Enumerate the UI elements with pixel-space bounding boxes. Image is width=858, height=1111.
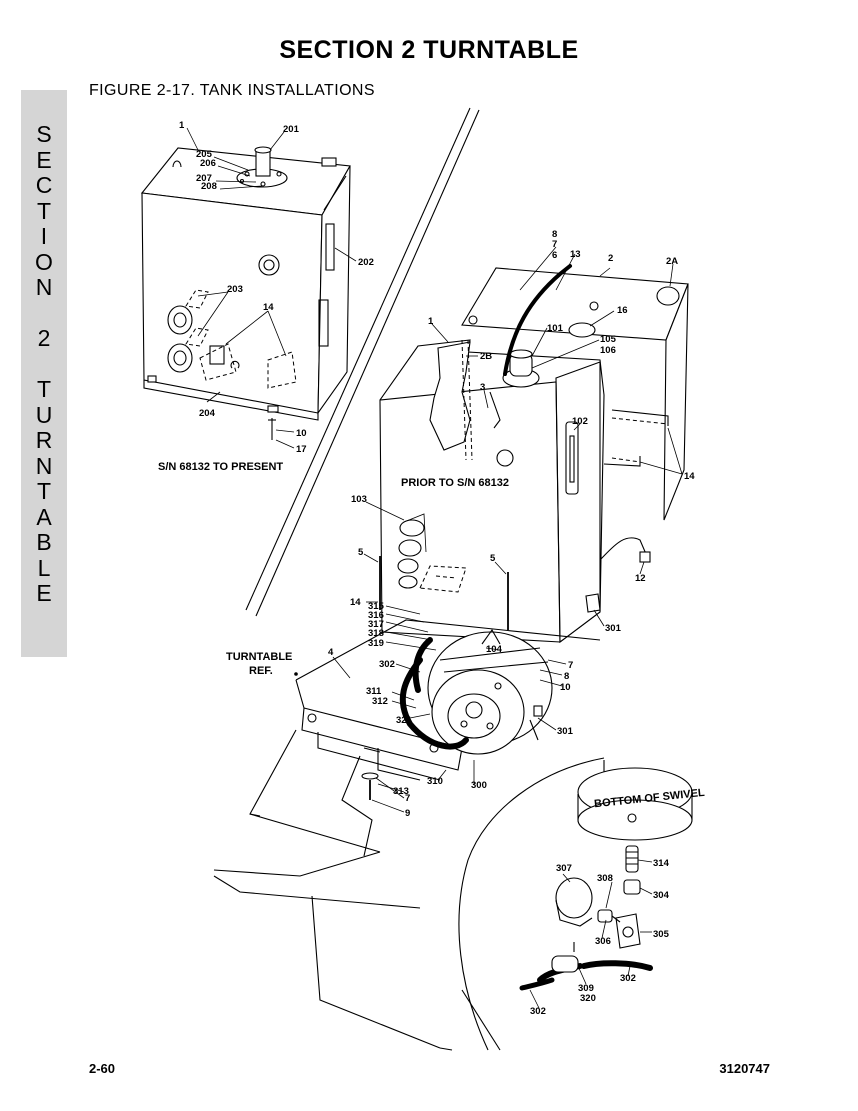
callout-102: 102 bbox=[572, 416, 588, 427]
callout-320: 320 bbox=[580, 993, 596, 1004]
figure-title: FIGURE 2-17. TANK INSTALLATIONS bbox=[89, 82, 375, 99]
callout-104: 104 bbox=[486, 644, 503, 655]
side-tab-letter: A bbox=[36, 503, 52, 530]
old-tank-illustration bbox=[379, 264, 689, 644]
caption-sn-present: S/N 68132 TO PRESENT bbox=[158, 461, 283, 473]
callout-306: 306 bbox=[595, 936, 611, 947]
side-tab-letter: 2 bbox=[37, 325, 51, 351]
side-tab-letter: B bbox=[36, 529, 52, 555]
callout-206: 206 bbox=[200, 158, 216, 169]
side-tab-letter: R bbox=[35, 427, 53, 453]
callout-8-right: 8 bbox=[564, 671, 569, 682]
side-tab-letter: E bbox=[36, 580, 52, 606]
callout-7-right: 7 bbox=[568, 660, 573, 671]
callout-10-right: 10 bbox=[560, 682, 571, 693]
callout-316: 316 bbox=[368, 610, 384, 621]
turntable-and-pump bbox=[213, 619, 605, 1051]
callout-208: 208 bbox=[201, 181, 217, 192]
callout-2b: 2B bbox=[480, 351, 492, 362]
side-tab-letter: L bbox=[37, 554, 51, 581]
callout-3: 3 bbox=[480, 382, 485, 393]
callout-1-new-tank: 1 bbox=[179, 120, 185, 131]
callout-12: 12 bbox=[635, 573, 646, 584]
callout-302-pump: 302 bbox=[379, 659, 395, 670]
callout-302-bottom: 302 bbox=[530, 1006, 546, 1017]
callout-9: 9 bbox=[405, 808, 410, 819]
callout-305: 305 bbox=[653, 929, 670, 940]
side-tab-letter: T bbox=[36, 478, 52, 504]
callout-300: 300 bbox=[471, 780, 487, 791]
callout-14-new-tank: 14 bbox=[263, 302, 274, 313]
callout-314: 314 bbox=[653, 858, 670, 869]
caption-turntable-ref-line1: TURNTABLE bbox=[226, 651, 292, 663]
swivel-detail bbox=[519, 767, 693, 991]
side-tab-letter: T bbox=[36, 376, 52, 402]
side-tab-letter: E bbox=[36, 146, 52, 173]
side-tab-letter: N bbox=[35, 274, 53, 300]
callout-10-new-tank: 10 bbox=[296, 428, 307, 439]
callout-14-lower: 14 bbox=[350, 597, 361, 608]
callout-207: 207 bbox=[196, 173, 212, 184]
callout-5-right: 5 bbox=[490, 553, 496, 564]
callout-17: 17 bbox=[296, 444, 307, 455]
callout-2a: 2A bbox=[666, 256, 678, 267]
side-tab-letter: I bbox=[40, 223, 48, 249]
callout-307: 307 bbox=[556, 863, 572, 874]
callout-321: 321 bbox=[396, 715, 413, 726]
callout-203: 203 bbox=[227, 284, 243, 295]
callout-5-left: 5 bbox=[358, 547, 364, 558]
callout-105: 105 bbox=[600, 334, 617, 345]
callout-201: 201 bbox=[283, 124, 300, 135]
side-tab-letter: N bbox=[35, 452, 53, 479]
callout-205: 205 bbox=[196, 149, 213, 160]
callout-308: 308 bbox=[597, 873, 613, 884]
callout-310: 310 bbox=[427, 776, 443, 787]
callout-318: 318 bbox=[368, 628, 384, 639]
callout-14-old-tank: 14 bbox=[684, 471, 695, 482]
callout-2: 2 bbox=[608, 253, 613, 264]
callout-312: 312 bbox=[372, 696, 388, 707]
callout-313: 313 bbox=[393, 786, 409, 797]
side-tab-letter: U bbox=[35, 401, 53, 428]
caption-prior-to: PRIOR TO S/N 68132 bbox=[401, 477, 509, 489]
callout-202: 202 bbox=[358, 257, 374, 268]
side-tab-letter: T bbox=[36, 197, 52, 224]
callout-13: 13 bbox=[570, 249, 581, 260]
callout-311: 311 bbox=[366, 686, 382, 697]
callout-101: 101 bbox=[547, 323, 564, 334]
callout-301-lower: 301 bbox=[557, 726, 574, 737]
callout-317: 317 bbox=[368, 619, 384, 630]
callout-8-top: 8 bbox=[552, 229, 557, 240]
callout-6: 6 bbox=[552, 250, 557, 261]
callout-304: 304 bbox=[653, 890, 670, 901]
callout-315: 315 bbox=[368, 601, 385, 612]
new-tank-illustration bbox=[140, 146, 351, 440]
document-number: 3120747 bbox=[719, 1061, 770, 1076]
callout-302-swivel: 302 bbox=[620, 973, 636, 984]
callout-301-upper: 301 bbox=[605, 623, 622, 634]
callout-7-lower: 7 bbox=[405, 793, 410, 804]
leader-lines bbox=[186, 127, 683, 1009]
callout-106: 106 bbox=[600, 345, 616, 356]
callout-4: 4 bbox=[328, 647, 334, 658]
caption-turntable-ref-line2: REF. bbox=[249, 665, 273, 677]
callout-1-old-tank: 1 bbox=[428, 316, 434, 327]
callout-309: 309 bbox=[578, 983, 594, 994]
section-title: SECTION 2 TURNTABLE bbox=[279, 36, 579, 64]
side-tab-letter: S bbox=[36, 121, 52, 147]
side-tab-letter: O bbox=[35, 248, 53, 275]
callout-103: 103 bbox=[351, 494, 367, 505]
callout-319: 319 bbox=[368, 638, 384, 649]
page-number: 2-60 bbox=[89, 1061, 116, 1076]
side-tab-letter: C bbox=[35, 172, 53, 198]
turntable-edge-line bbox=[245, 107, 471, 611]
callout-16: 16 bbox=[617, 305, 628, 316]
callout-204: 204 bbox=[199, 408, 216, 419]
callout-7-top: 7 bbox=[552, 239, 557, 250]
